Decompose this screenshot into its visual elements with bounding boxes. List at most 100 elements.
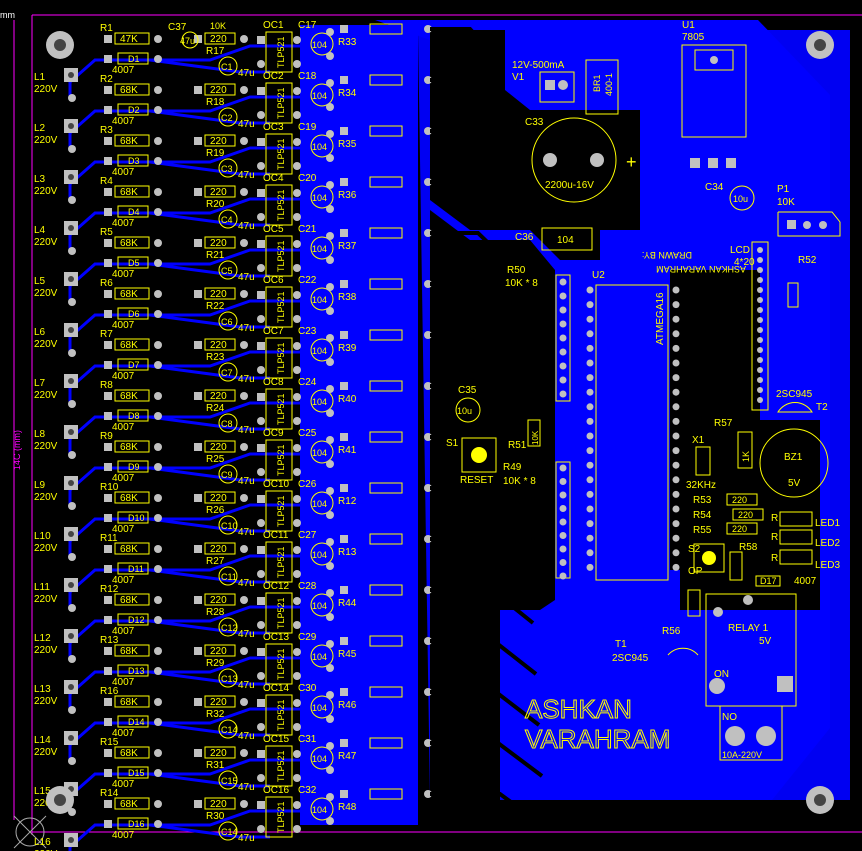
resistor-body [114,797,150,810]
resistor-body [114,746,150,759]
channel-row: L7220VR768KD74007220R23C747uOC7TLP521C23… [34,326,432,408]
capacitor-value: 47u [238,119,255,130]
p1-val: 10K [777,197,795,208]
lcd-connector [751,241,769,411]
s1-ref: S1 [446,438,459,449]
resistor-value: 220 [210,748,227,759]
opto-ref: OC3 [263,122,284,133]
opto-value: TLP521 [276,699,286,731]
s2-op-label: OP [688,566,703,577]
r50-pin [559,390,567,398]
channel-voltage: 220V [34,696,58,707]
resistor-ref: R45 [338,649,357,660]
reset-button[interactable] [471,447,487,463]
r54-ref: R54 [693,510,712,521]
bus-trace [430,27,502,64]
regulator-pin [690,158,700,168]
resistor-body [204,389,236,402]
resistor-ref: R33 [338,37,357,48]
pad [293,264,301,272]
opto-value: TLP521 [276,648,286,680]
pad [154,86,162,94]
input-via [68,480,74,486]
signature-line1: ASHKAN [525,694,632,724]
diode-body [117,460,149,473]
lcd-pin [757,367,763,373]
r50-pin [559,306,567,314]
pad [154,208,162,216]
opto-value: TLP521 [276,36,286,68]
bridge-rectifier [585,59,619,115]
capacitor-value: 104 [312,703,327,713]
pad [194,341,202,349]
diode-value: 4007 [112,524,135,535]
pad [154,137,162,145]
capacitor-ref: C24 [298,377,317,388]
diode-ref: D12 [128,615,145,625]
pad [326,460,334,468]
opto-body [265,592,293,634]
channel-label: L4 [34,225,46,236]
diode-value: 4007 [112,473,135,484]
input-via [68,684,74,690]
input-via [68,400,76,408]
regulator-pin [708,158,718,168]
mcu-pin [586,563,594,571]
resistor-value: 220 [210,391,227,402]
capacitor-body [310,134,334,158]
opto-value: TLP521 [276,342,286,374]
pad [154,106,162,114]
pad [326,742,334,750]
s2-button[interactable] [702,551,716,565]
r50-pin [559,348,567,356]
mounting-holes [46,31,834,814]
diode-body [117,409,149,422]
resistor-ref: R14 [100,788,119,799]
capacitor-body [310,440,334,464]
pad [194,86,202,94]
pad [326,307,334,315]
opto-ref: OC6 [263,275,284,286]
mcu-pin [586,344,594,352]
pad [293,825,301,833]
capacitor-ref: C3 [221,164,233,174]
opto-body [265,490,293,532]
capacitor-value: 47u [238,578,255,589]
output-resistor [369,227,403,239]
r50-ref: R50 [507,265,526,276]
u2-body [595,284,669,581]
channel-label: L3 [34,174,46,185]
c33-val: 2200u-16V [545,180,594,191]
trace [149,58,270,74]
pad [240,35,248,43]
capacitor-body [310,32,334,56]
r57-body [737,431,753,469]
pad [194,137,202,145]
opto-value: TLP521 [276,750,286,782]
resistor-body [204,695,236,708]
channel-voltage: 220V [34,798,58,809]
r49-pin [559,491,567,499]
origin-marker [13,815,47,849]
diode-body [117,511,149,524]
pad [257,750,265,758]
diode-body [117,256,149,269]
capacitor-body [310,797,334,821]
lcd-mirror-line1: DRAWN BY: [642,250,692,260]
resistor-body [204,542,236,555]
trace [69,350,300,390]
input-via [68,531,74,537]
mcu-pin [586,534,594,542]
c36-val: 104 [557,235,574,246]
pad [194,392,202,400]
r52-body [787,282,799,308]
pad [257,801,265,809]
r50-pin [559,376,567,384]
capacitor-value: 104 [312,40,327,50]
resistor-ref: R29 [206,658,225,669]
resistor-ref: R10 [100,482,119,493]
channel-row: L15220VR1568KD154007220R31C1547uOC15TLP5… [34,734,432,816]
trace [69,299,300,339]
pad [257,189,265,197]
